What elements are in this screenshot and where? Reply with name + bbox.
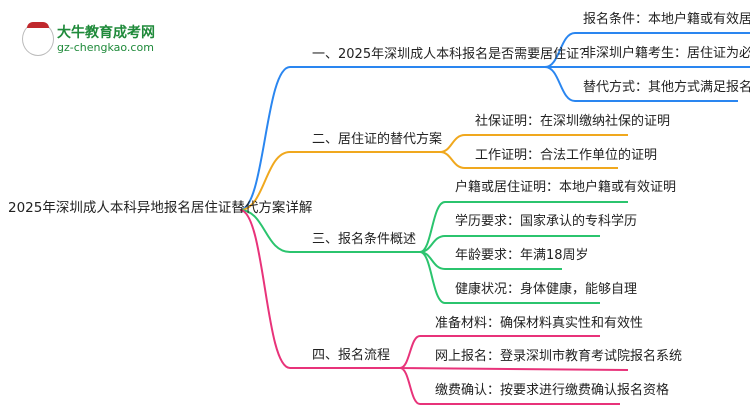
leaf: 准备材料：确保材料真实性和有效性 — [435, 316, 644, 331]
branch-1: 一、2025年深圳成人本科报名是否需要居住证？ — [312, 47, 593, 62]
logo-name: 大牛教育成考网 — [57, 25, 155, 41]
branch-2-leaf-lines — [439, 134, 628, 169]
branch-3-line — [239, 209, 420, 253]
branch-1-leaf-lines — [544, 32, 750, 102]
branch-2: 二、居住证的替代方案 — [312, 132, 443, 147]
branch-4-line — [239, 209, 400, 369]
leaf: 社保证明：在深圳缴纳社保的证明 — [475, 114, 671, 129]
leaf: 工作证明：合法工作单位的证明 — [475, 148, 658, 163]
leaf: 户籍或居住证明：本地户籍或有效证明 — [455, 180, 677, 195]
root-node: 2025年深圳成人本科异地报名居住证替代方案详解 — [8, 200, 313, 216]
logo-url: gz-chengkao.com — [57, 41, 154, 54]
branch-1-line — [239, 66, 545, 211]
logo: 大牛教育成考网 gz-chengkao.com — [22, 20, 162, 60]
leaf: 健康状况：身体健康，能够自理 — [455, 282, 638, 297]
logo-mark-icon — [22, 22, 54, 56]
branch-4-leaf-lines — [399, 335, 629, 405]
leaf: 网上报名：登录深圳市教育考试院报名系统 — [435, 349, 683, 364]
branch-4: 四、报名流程 — [312, 348, 391, 363]
leaf: 缴费确认：按要求进行缴费确认报名资格 — [435, 383, 670, 398]
leaf: 替代方式：其他方式满足报名要求 — [583, 80, 750, 95]
leaf: 非深圳户籍考生：居住证为必要条件 — [583, 46, 750, 61]
leaf: 年龄要求：年满18周岁 — [455, 248, 589, 263]
leaf: 学历要求：国家承认的专科学历 — [455, 214, 638, 229]
branch-2-line — [239, 151, 440, 211]
branch-3: 三、报名条件概述 — [312, 232, 417, 247]
leaf: 报名条件：本地户籍或有效居住证 — [583, 12, 750, 27]
branch-3-leaf-lines — [419, 201, 628, 304]
